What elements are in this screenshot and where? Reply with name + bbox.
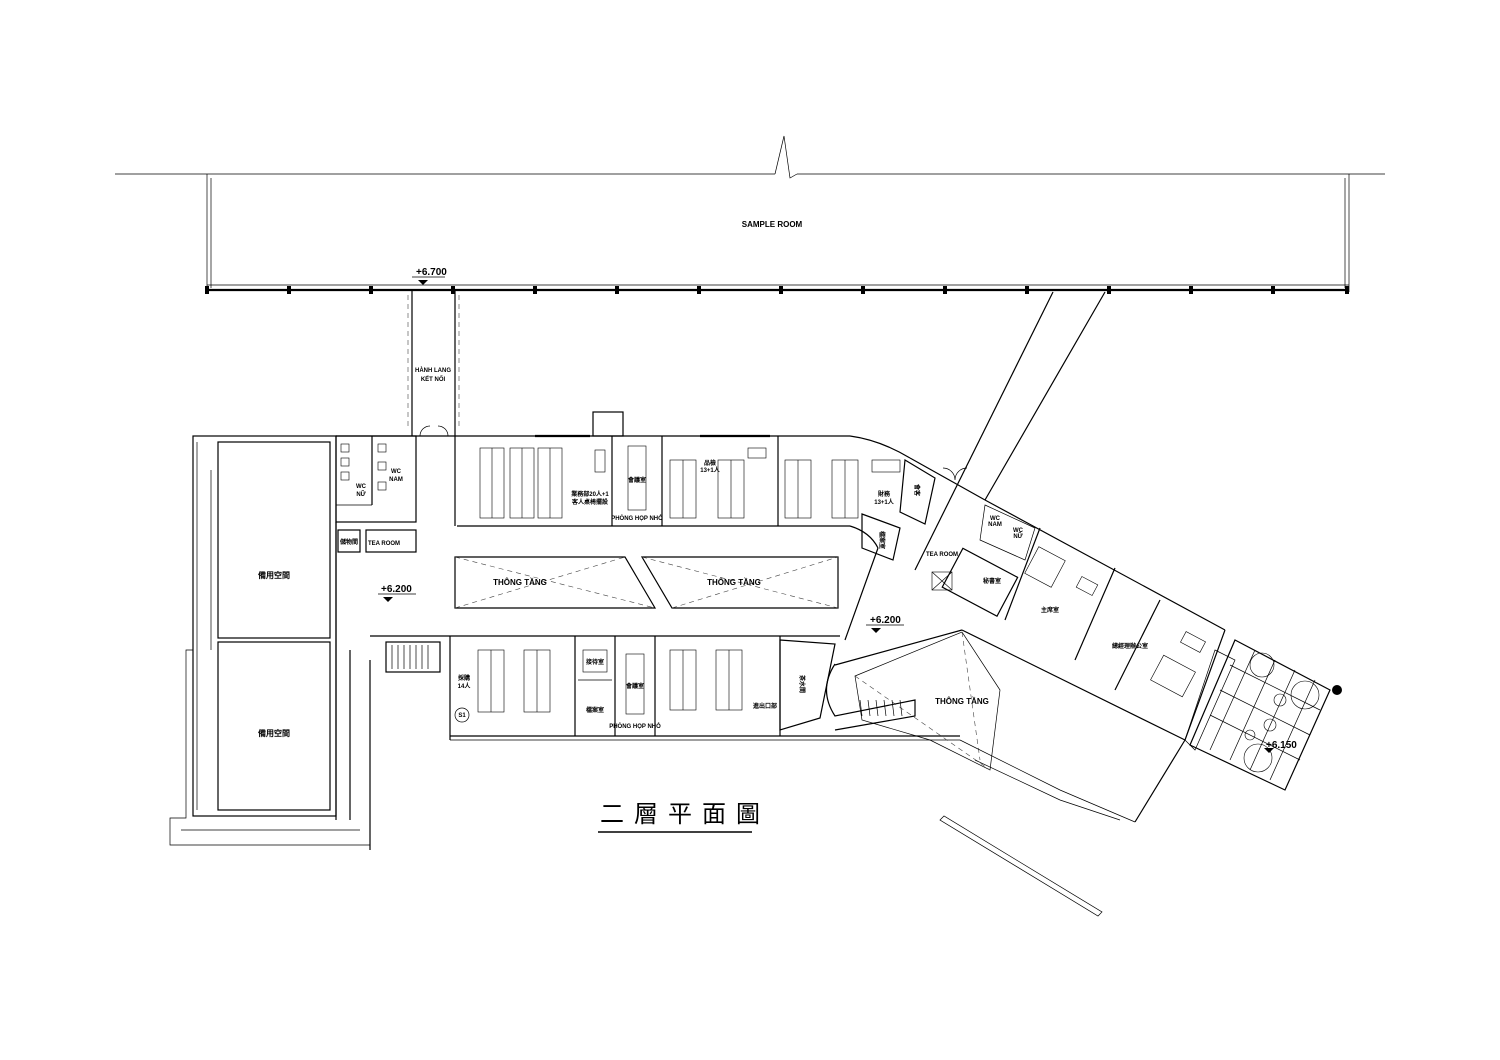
ceo-sofa — [1024, 546, 1066, 588]
void-1 — [454, 556, 657, 609]
stair-s1-marker — [454, 707, 470, 723]
purchasing-label: 採購 — [458, 674, 470, 682]
elevation-main-left: +6.200 — [381, 584, 412, 595]
archive-label: 檔案室 — [586, 706, 604, 714]
meeting-small-1-label: 會議室 — [628, 476, 646, 484]
sample-room-block: SAMPLE ROOM — [115, 135, 1385, 294]
wc-nu-left-label: WC — [356, 484, 367, 490]
svg-text:NỮ: NỮ — [1013, 533, 1022, 540]
finance-office-desks — [784, 459, 901, 519]
void-areas: THÔNG TẦNG THÔNG TẦNG THÔNG TẦNG — [454, 556, 1001, 771]
finance-label-2: 13+1人 — [874, 498, 895, 506]
reception-room-north — [899, 458, 936, 525]
wc-nam-right-label: WC — [990, 516, 1001, 522]
plant-3 — [1243, 743, 1273, 773]
archive-north-label: 檔案室 — [878, 531, 886, 549]
wc-nam-left-label: WC — [391, 469, 402, 475]
reception-label: 接待室 — [585, 658, 604, 666]
sample-room-label: SAMPLE ROOM — [742, 220, 803, 229]
qc-office-label: 品檢 — [704, 459, 716, 467]
purchasing-label-2: 14人 — [458, 682, 472, 690]
svg-text:NỮ: NỮ — [356, 491, 365, 498]
sales-office-label: 業務部20人+1 — [570, 490, 609, 498]
elevator — [931, 571, 953, 591]
warehouse-bottom-label: 備用空間 — [258, 728, 290, 738]
drawing-title-block: 二層平面圖 — [598, 800, 770, 833]
elevation-main-right: +6.200 — [870, 615, 901, 626]
tea-room-right-label: TEA ROOM — [926, 552, 958, 558]
import-export-label: 進出口部 — [753, 702, 777, 710]
meeting-small-2-label: 會議室 — [626, 682, 644, 690]
ceo-room-label: 主席室 — [1041, 606, 1059, 614]
finance-label: 財務 — [877, 490, 891, 498]
meeting-small-1-sub: PHÒNG HỌP NHỎ — [611, 514, 663, 522]
meeting-right-label: 會客 — [913, 484, 921, 497]
south-office-row: 採購 14人 S1 接待室 檔案室 會議室 PHÒNG HỌP NHỎ 進出口部… — [385, 636, 916, 736]
corridor-label-line2: KẾT NỐI — [421, 376, 446, 383]
qc-office-label-2: 13+1人 — [700, 466, 721, 474]
purchasing-desks — [477, 649, 551, 713]
west-warehouse-block: 備用空間 備用空間 — [169, 435, 371, 846]
wc-right-block — [979, 504, 1036, 561]
tea-room-right — [941, 547, 1019, 618]
pantry-label: 茶水間 — [798, 674, 806, 693]
gm-office-label: 總經理辦公室 — [1112, 642, 1148, 650]
east-wing: TEA ROOM 秘書室 WC NAM WC NỮ 主席室 總經理辦公室 — [834, 291, 1226, 823]
wc-service-left: WC NAM WC NỮ 儲物間 TEA ROOM — [335, 435, 417, 553]
meeting-table-2 — [625, 653, 645, 715]
void-1-label: THÔNG TẦNG — [493, 577, 547, 587]
plant-1 — [1249, 652, 1275, 678]
stair-curved — [825, 663, 916, 731]
elevation-marker-corridor — [418, 280, 428, 285]
connecting-corridor: HÀNH LANG KẾT NỐI +6.700 — [407, 267, 460, 437]
drawing-title: 二層平面圖 — [600, 800, 770, 828]
warehouse-top-label: 備用空間 — [258, 570, 290, 580]
terrace-outline — [1189, 639, 1331, 791]
import-export-desks — [669, 649, 743, 711]
detached-wall — [939, 815, 1103, 917]
meeting-small-2-sub: PHÒNG HỌP NHỎ — [609, 722, 661, 730]
svg-text:NAM: NAM — [389, 477, 403, 483]
archive-room-north — [861, 513, 901, 561]
elevation-corridor: +6.700 — [416, 267, 447, 278]
stair-west — [385, 641, 441, 673]
pantry-room — [779, 639, 836, 731]
void-3-label: THÔNG TẦNG — [935, 696, 989, 706]
gm-sofa — [1150, 654, 1196, 698]
meeting-table-1 — [627, 445, 647, 511]
wc-nu-right-label: WC — [1013, 528, 1024, 534]
sales-office-desks — [479, 447, 606, 519]
north-point-dot — [1332, 685, 1342, 695]
stair-s1-label: S1 — [458, 713, 466, 719]
qc-office-desks — [669, 447, 767, 519]
void-2-label: THÔNG TẦNG — [707, 577, 761, 587]
elevation-terrace: +6.150 — [1266, 740, 1297, 751]
secretary-label: 秘書室 — [983, 577, 1001, 585]
svg-text:NAM: NAM — [988, 522, 1002, 528]
terrace — [1184, 639, 1342, 791]
tea-room-left-label: TEA ROOM — [368, 541, 400, 547]
corridor-label-line1: HÀNH LANG — [415, 367, 451, 374]
storage-left-label: 儲物間 — [339, 538, 358, 546]
north-office-row: 業務部20人+1 客人桌椅擺設 會議室 PHÒNG HỌP NHỎ 品檢 13+… — [479, 411, 936, 561]
sales-office-label-2: 客人桌椅擺設 — [571, 498, 609, 506]
plant-2 — [1290, 680, 1320, 710]
elevation-markers: +6.200 +6.200 +6.150 — [378, 584, 1297, 753]
main-building-outline — [335, 435, 986, 850]
sample-room-columns — [205, 286, 1349, 294]
